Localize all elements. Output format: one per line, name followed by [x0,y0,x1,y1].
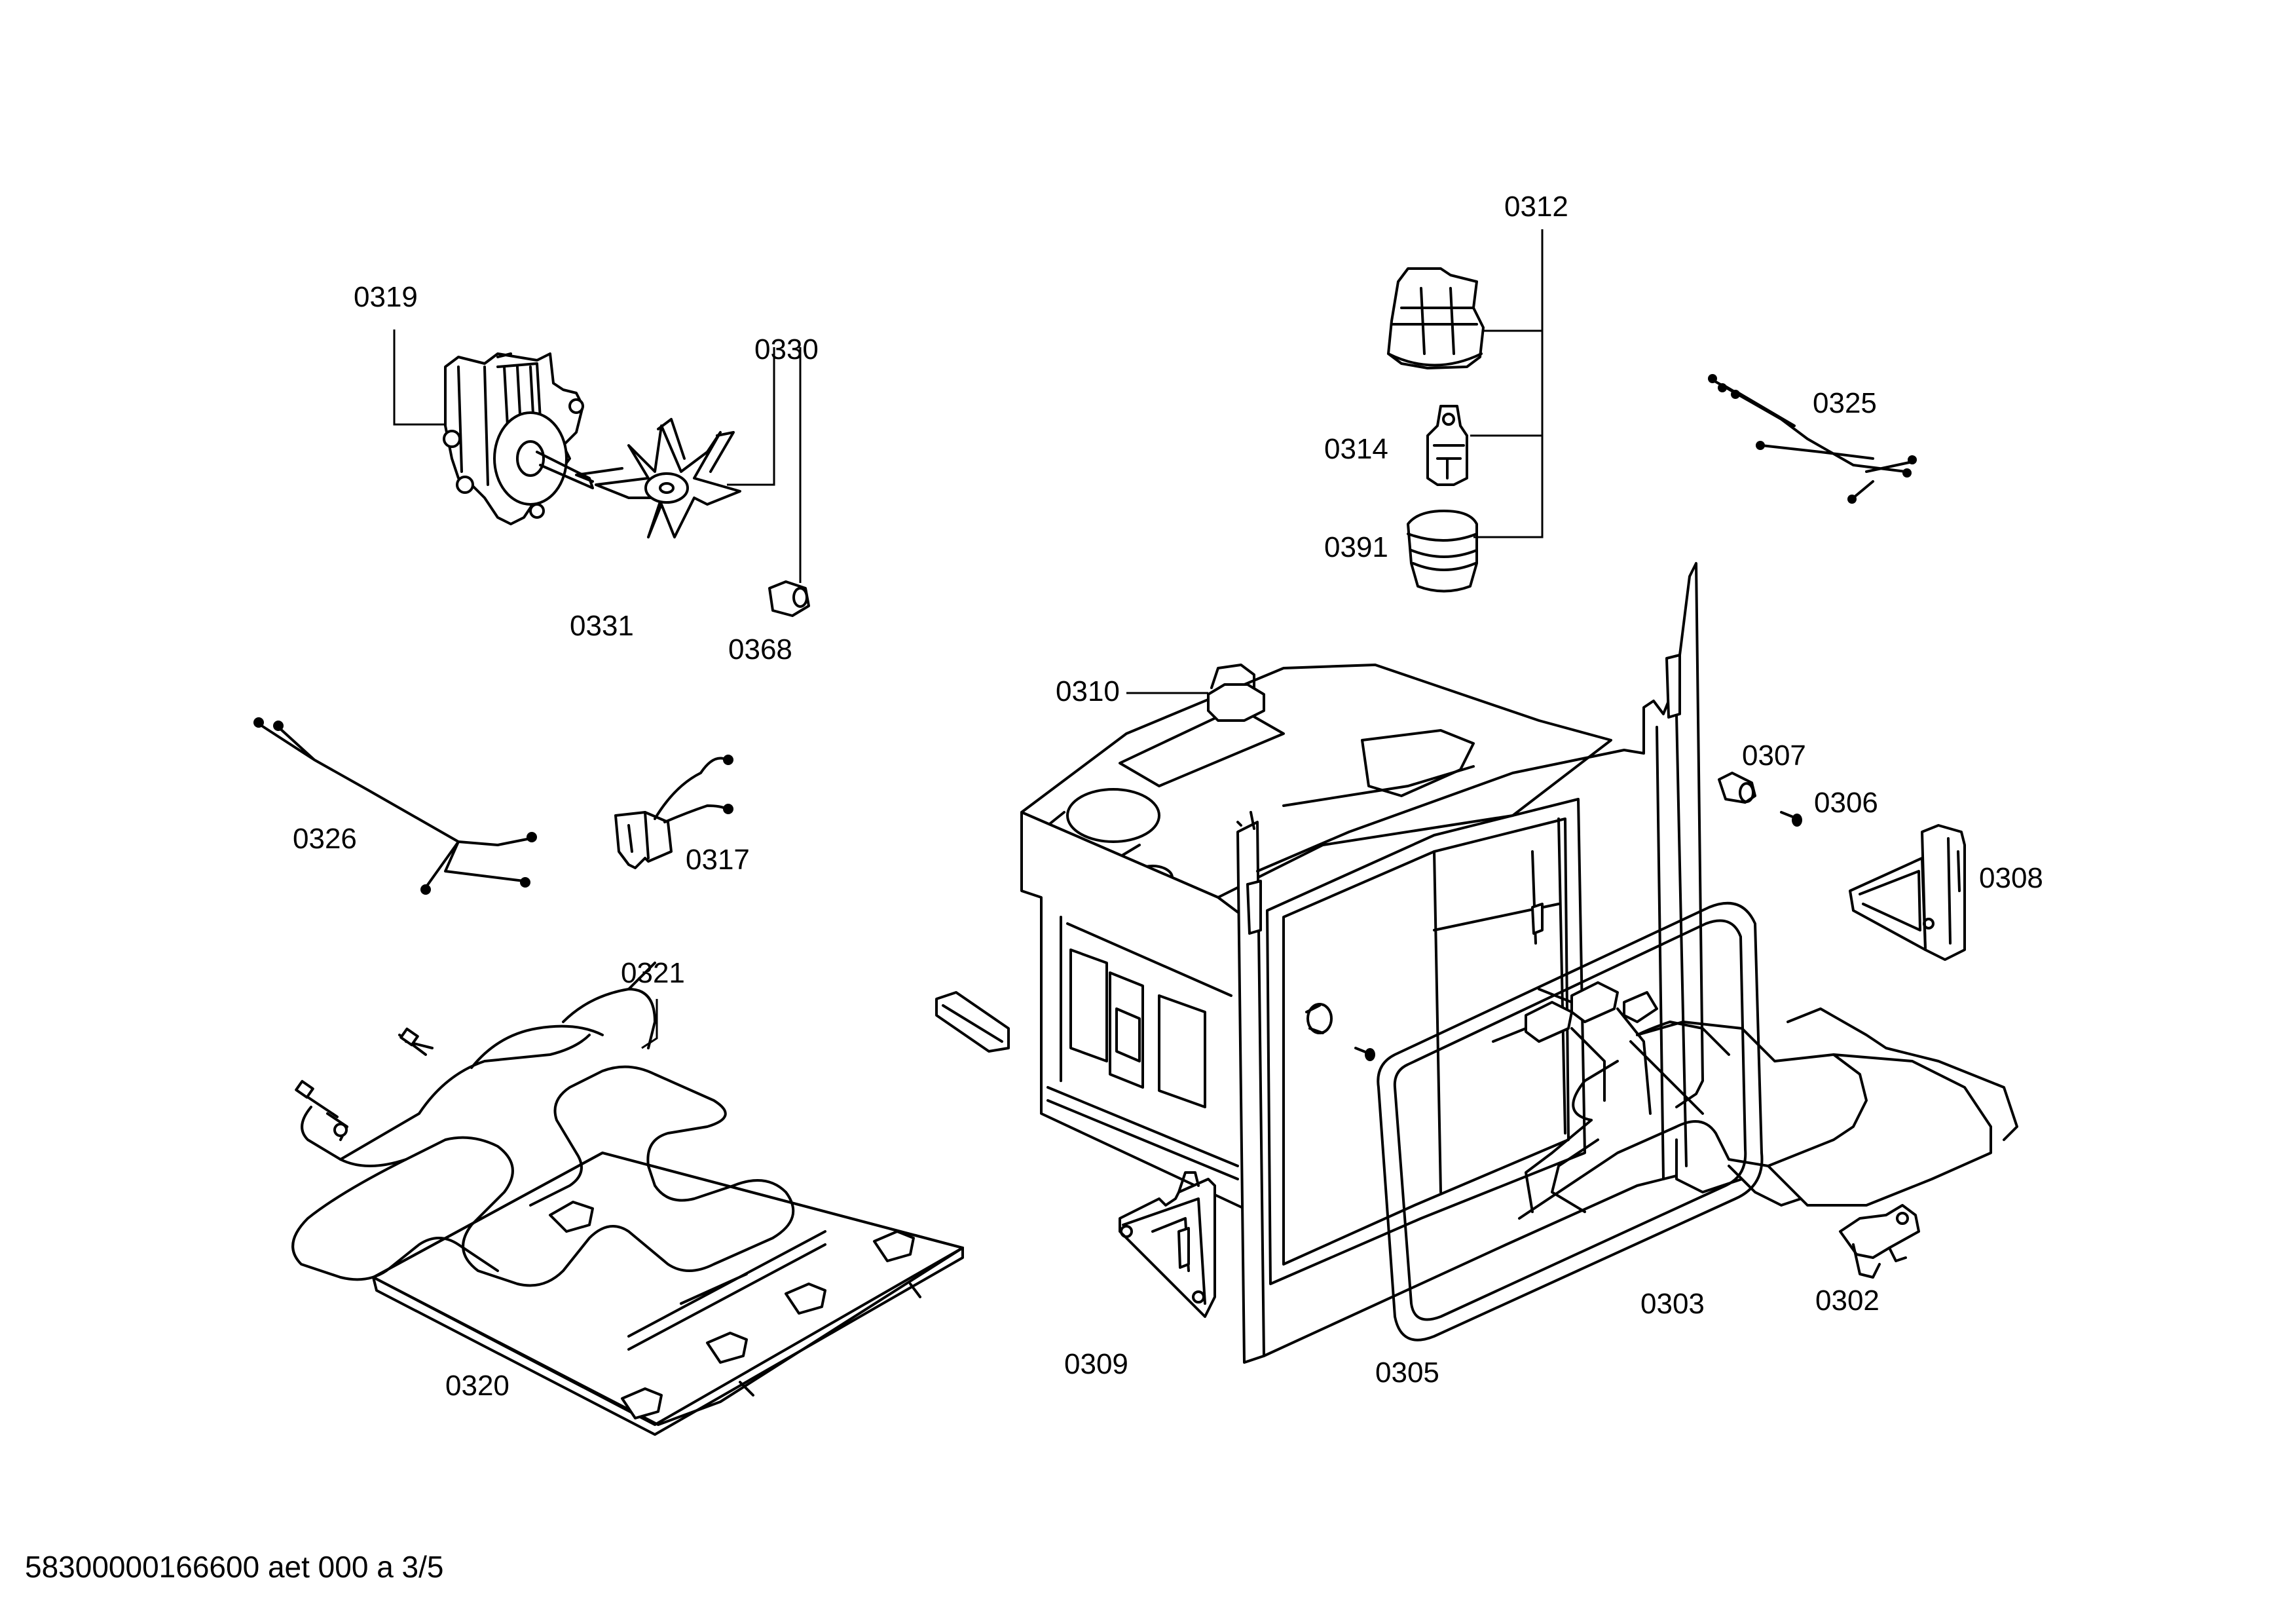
part-label-0368: 0368 [728,633,792,666]
part-label-0305: 0305 [1375,1357,1439,1389]
part-label-0320: 0320 [445,1370,509,1402]
heating-element-part [291,962,795,1287]
part-label-0314: 0314 [1324,433,1388,465]
lamp-bulb-part [1426,405,1468,486]
grill-element-part [1492,981,2018,1220]
heat-shield-plate-part [372,1152,964,1436]
fan-impeller-part [575,418,741,538]
part-label-0319: 0319 [354,281,418,313]
oven-cavity-part [935,562,1704,1364]
lamp-cover-part [1407,510,1478,593]
screw-part [1780,811,1802,827]
part-label-0309: 0309 [1064,1348,1128,1380]
part-label-0330: 0330 [754,333,819,366]
part-label-0306: 0306 [1814,787,1878,819]
part-label-0310: 0310 [1056,675,1120,707]
side-bracket-part [1849,824,1966,961]
part-label-0308: 0308 [1979,862,2043,894]
cable-harness-part [1708,374,1917,504]
part-label-0303: 0303 [1640,1288,1705,1320]
knob-part [1718,772,1756,804]
cable-harness-part [253,717,537,895]
front-bracket-part [1119,1171,1216,1318]
part-label-0331: 0331 [570,610,634,642]
bracket-clip-part [1839,1204,1920,1279]
part-label-0321: 0321 [621,957,685,989]
lamp-holder-part [1387,267,1485,369]
part-label-0391: 0391 [1324,531,1388,563]
part-label-0326: 0326 [293,823,357,855]
part-label-0307: 0307 [1742,740,1806,772]
fan-motor-part [443,352,594,525]
part-label-0317: 0317 [686,844,750,876]
part-label-0312: 0312 [1504,191,1568,223]
document-id: 58300000166600 aet 000 a 3/5 [25,1550,444,1584]
part-label-0302: 0302 [1815,1285,1879,1317]
nut-part [768,580,810,617]
leader-lines [393,229,1544,1049]
part-label-0325: 0325 [1813,387,1877,419]
thermal-fuse-part [614,755,733,869]
part-labels: 0319 0330 0331 0368 0312 0314 0391 0325 … [293,191,2043,1402]
